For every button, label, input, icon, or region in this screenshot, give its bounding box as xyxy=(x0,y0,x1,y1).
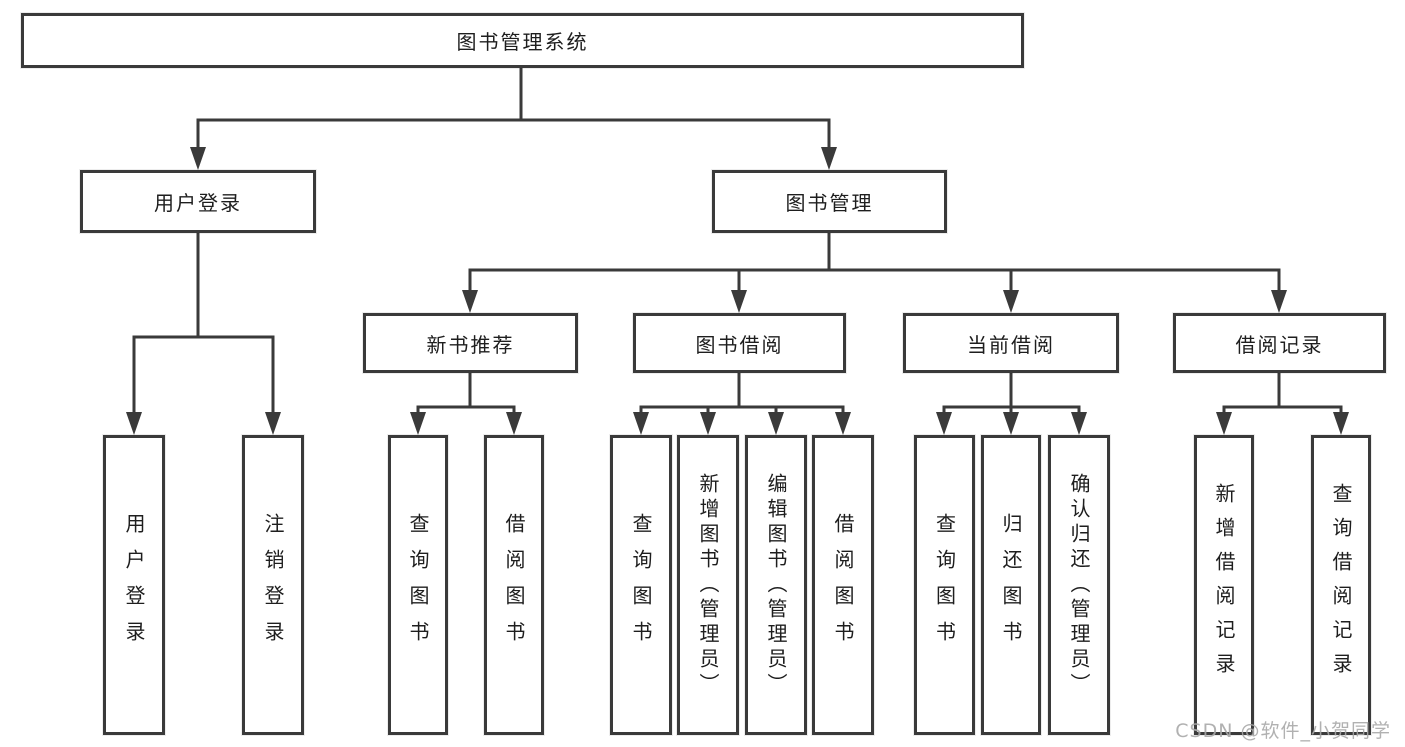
leaf-user-login: 用户登录 xyxy=(103,435,165,735)
node-label: 图书管理 xyxy=(785,191,874,215)
csdn-watermark: CSDN @软件_小贺同学 xyxy=(1175,720,1391,742)
node-user-login: 用户登录 xyxy=(80,170,316,233)
node-label: 图书管理系统 xyxy=(456,30,589,54)
node-book-management: 图书管理 xyxy=(712,170,947,233)
node-book-borrowing: 图书借阅 xyxy=(633,313,846,373)
node-label: 用户登录 xyxy=(122,513,146,657)
node-label: 新增借阅记录 xyxy=(1212,483,1236,687)
leaf-bb-borrow-books: 借阅图书 xyxy=(812,435,874,735)
leaf-nb-query-books: 查询图书 xyxy=(388,435,448,735)
leaf-logout: 注销登录 xyxy=(242,435,304,735)
leaf-br-add-record: 新增借阅记录 xyxy=(1194,435,1254,735)
node-label: 查询图书 xyxy=(932,513,957,657)
node-label: 注销登录 xyxy=(261,513,285,657)
node-current-borrowing: 当前借阅 xyxy=(903,313,1119,373)
node-label: 借阅记录 xyxy=(1235,332,1324,357)
leaf-cb-confirm-return-admin: 确认归还（管理员） xyxy=(1048,435,1110,735)
node-label: 当前借阅 xyxy=(967,332,1055,357)
node-label: 借阅图书 xyxy=(502,513,526,657)
node-label: 新书推荐 xyxy=(426,332,515,357)
leaf-cb-query-books: 查询图书 xyxy=(914,435,975,735)
node-label: 确认归还（管理员） xyxy=(1067,472,1091,698)
node-label: 查询借阅记录 xyxy=(1329,483,1353,687)
leaf-bb-edit-books-admin: 编辑图书（管理员） xyxy=(745,435,807,735)
node-label: 查询图书 xyxy=(629,513,653,657)
node-label: 图书借阅 xyxy=(695,332,784,357)
leaf-nb-borrow-books: 借阅图书 xyxy=(484,435,544,735)
node-label: 用户登录 xyxy=(154,191,242,215)
leaf-br-query-record: 查询借阅记录 xyxy=(1311,435,1371,735)
leaf-bb-add-books-admin: 新增图书（管理员） xyxy=(677,435,739,735)
leaf-cb-return-books: 归还图书 xyxy=(981,435,1041,735)
node-library-management-system: 图书管理系统 xyxy=(21,13,1024,68)
node-borrowing-records: 借阅记录 xyxy=(1173,313,1386,373)
node-label: 新增图书（管理员） xyxy=(696,472,720,698)
leaf-bb-query-books: 查询图书 xyxy=(610,435,672,735)
node-label: 查询图书 xyxy=(406,513,430,657)
node-label: 编辑图书（管理员） xyxy=(764,472,788,698)
node-label: 借阅图书 xyxy=(831,513,855,657)
node-label: 归还图书 xyxy=(999,513,1023,657)
node-new-book-recommend: 新书推荐 xyxy=(363,313,578,373)
